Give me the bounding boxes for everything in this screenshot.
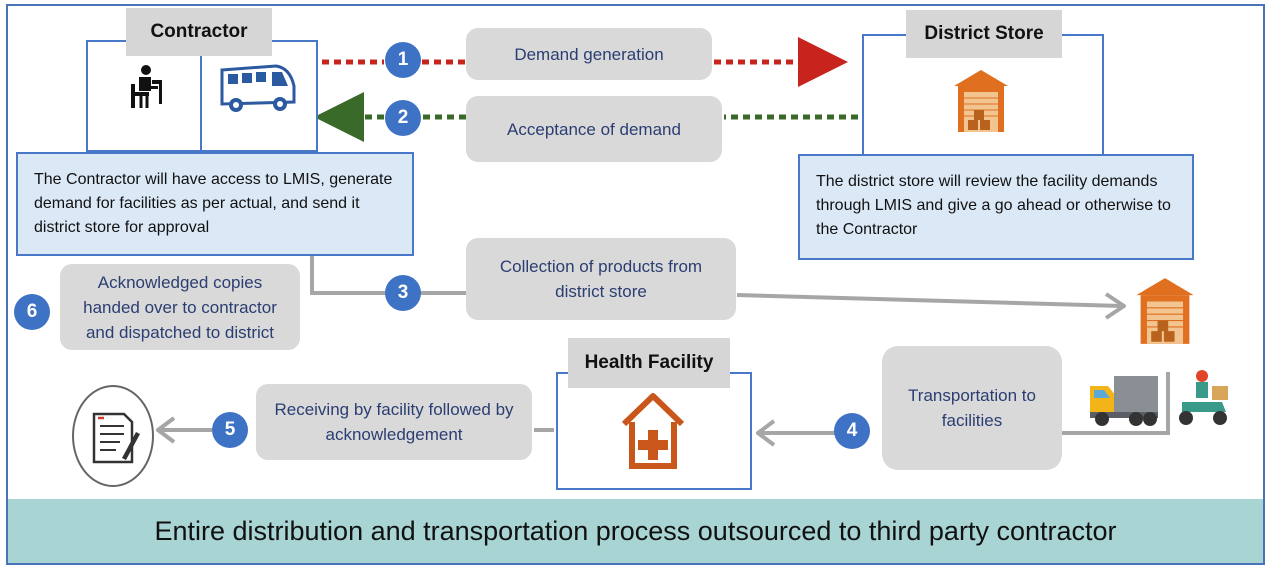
- document-signature-icon: [72, 385, 154, 487]
- step-4-label: Transportation to facilities: [882, 346, 1062, 470]
- step-1-number: 1: [385, 42, 421, 78]
- transport-arrow-head: [756, 419, 776, 447]
- person-at-desk-icon: [131, 65, 162, 108]
- step-2-label: Acceptance of demand: [466, 96, 722, 162]
- collection-arrow-head: [1104, 292, 1126, 320]
- step-5-label: Receiving by facility followed by acknow…: [256, 384, 532, 460]
- step-2-number: 2: [385, 100, 421, 136]
- house-medical-icon: [621, 393, 685, 469]
- contractor-header: Contractor: [126, 8, 272, 56]
- summary-banner: Entire distribution and transportation p…: [8, 499, 1263, 563]
- step-3-number: 3: [385, 275, 421, 311]
- district-store-header: District Store: [906, 10, 1062, 58]
- step-6-number: 6: [14, 294, 50, 330]
- delivery-truck-icon: [1090, 376, 1158, 426]
- step-4-number: 4: [834, 413, 870, 449]
- warehouse-icon: [1136, 278, 1194, 344]
- van-icon: [220, 64, 296, 112]
- step-1-label: Demand generation: [466, 28, 712, 80]
- health-facility-header: Health Facility: [568, 338, 730, 388]
- step-6-label: Acknowledged copies handed over to contr…: [60, 264, 300, 350]
- contractor-description: The Contractor will have access to LMIS,…: [16, 152, 414, 256]
- receiving-arrow-head: [156, 416, 176, 444]
- warehouse-icon: [954, 70, 1008, 132]
- step-3-label: Collection of products from district sto…: [466, 238, 736, 320]
- contractor-box-divider: [200, 40, 202, 152]
- delivery-scooter-icon: [1179, 370, 1228, 425]
- step-5-number: 5: [212, 412, 248, 448]
- diagram-frame: [6, 4, 1265, 565]
- district-store-description: The district store will review the facil…: [798, 154, 1194, 260]
- transport-path: [1062, 372, 1170, 435]
- collection-arrow: [736, 293, 1123, 308]
